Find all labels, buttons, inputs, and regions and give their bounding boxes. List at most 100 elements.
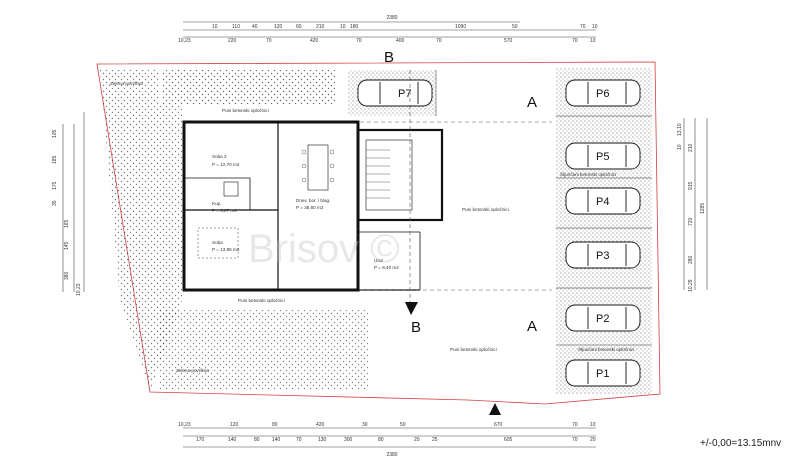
svg-text:145: 145 bbox=[64, 241, 70, 250]
svg-text:70: 70 bbox=[580, 24, 586, 30]
paving-label-bottom: Puni betonski opločnici bbox=[450, 347, 497, 352]
svg-text:70: 70 bbox=[572, 437, 578, 443]
svg-text:70: 70 bbox=[296, 437, 302, 443]
left-dimensions: 105 185 175 35 165 145 380 10,23 bbox=[52, 129, 82, 296]
room-name: Soba bbox=[212, 240, 223, 245]
section-mark-a-bottom: A bbox=[527, 318, 537, 335]
parking-label: P2 bbox=[596, 313, 609, 325]
car-icon bbox=[565, 359, 641, 387]
svg-text:420: 420 bbox=[310, 38, 319, 44]
room-area: P = 12,70 m2 bbox=[212, 162, 240, 167]
svg-text:1090: 1090 bbox=[455, 24, 466, 30]
svg-text:185: 185 bbox=[52, 155, 58, 164]
parking-label: P5 bbox=[596, 151, 609, 163]
stair-treads bbox=[366, 149, 390, 199]
svg-text:720: 720 bbox=[688, 217, 694, 226]
table-chairs bbox=[301, 149, 335, 183]
svg-text:120: 120 bbox=[230, 422, 239, 428]
top-dimensions-row2: 10,23 220 70 420 70 400 70 570 70 10 bbox=[178, 38, 596, 44]
paving-label-left: Puni betonski opločnici bbox=[238, 298, 285, 303]
room-name: Ulaz bbox=[374, 258, 384, 263]
car-icon bbox=[565, 241, 641, 269]
svg-text:130: 130 bbox=[318, 437, 327, 443]
paving-label-center: Puni betonski opločnici bbox=[462, 207, 509, 212]
parking-labels: P7 P6 P5 P4 P3 P2 P1 bbox=[398, 88, 609, 380]
car-icon bbox=[565, 304, 641, 332]
svg-text:175: 175 bbox=[52, 181, 58, 190]
bottom-dimensions-row2: 170 140 80 140 70 130 300 80 20 25 605 7… bbox=[196, 437, 596, 443]
right-dimension-lines bbox=[683, 118, 708, 290]
car-icon bbox=[565, 79, 641, 107]
svg-text:20: 20 bbox=[414, 437, 420, 443]
section-mark-a-top: A bbox=[527, 94, 537, 111]
room-name: Soba 2 bbox=[212, 154, 227, 159]
svg-text:120: 120 bbox=[274, 24, 283, 30]
section-lines bbox=[360, 70, 552, 310]
svg-text:570: 570 bbox=[504, 38, 513, 44]
svg-text:280: 280 bbox=[688, 255, 694, 264]
room-name: Kup. bbox=[212, 201, 221, 206]
svg-text:70: 70 bbox=[266, 38, 272, 44]
bottom-dimension-lines bbox=[183, 427, 596, 448]
svg-text:80: 80 bbox=[272, 422, 278, 428]
svg-text:25: 25 bbox=[432, 437, 438, 443]
svg-text:20: 20 bbox=[590, 437, 596, 443]
car-icon bbox=[357, 79, 433, 107]
svg-text:60: 60 bbox=[296, 24, 302, 30]
svg-text:10,23: 10,23 bbox=[178, 422, 191, 428]
svg-text:10,23: 10,23 bbox=[178, 38, 191, 44]
watermark: Brisov © bbox=[248, 227, 400, 271]
svg-text:50: 50 bbox=[400, 422, 406, 428]
gravel-parking-east bbox=[556, 68, 652, 394]
section-mark-b-bottom: B bbox=[411, 319, 421, 336]
section-arrow-b bbox=[405, 302, 418, 315]
top-dimension-lines bbox=[183, 21, 596, 38]
room-area: P = 8,40 m2 bbox=[374, 265, 399, 270]
house-footprint bbox=[182, 120, 444, 292]
parking-label: P7 bbox=[398, 88, 411, 100]
svg-text:1285: 1285 bbox=[700, 203, 706, 214]
parking-bay-lines bbox=[435, 70, 652, 346]
green-area-top bbox=[162, 70, 335, 104]
grass-parking-label-2: Šljunčani betonski opločnici bbox=[578, 346, 634, 352]
svg-text:40: 40 bbox=[252, 24, 258, 30]
svg-text:10: 10 bbox=[212, 24, 218, 30]
svg-text:30: 30 bbox=[362, 422, 368, 428]
room-area: P = 38,60 m2 bbox=[296, 205, 324, 210]
svg-text:110: 110 bbox=[232, 24, 240, 30]
bottom-total-dimension: 2380 bbox=[386, 452, 397, 458]
svg-text:10: 10 bbox=[590, 38, 596, 44]
svg-text:10,23: 10,23 bbox=[76, 283, 82, 296]
room-area: P = 5,87 m2 bbox=[212, 208, 237, 213]
svg-text:300: 300 bbox=[344, 437, 353, 443]
room-name: Dnev. bor. / blag. bbox=[296, 198, 330, 203]
svg-text:105: 105 bbox=[52, 129, 58, 138]
svg-text:10: 10 bbox=[592, 24, 598, 30]
top-total-dimension: 2380 bbox=[386, 15, 397, 21]
svg-text:180: 180 bbox=[350, 24, 359, 30]
section-mark-b-top: B bbox=[384, 49, 394, 66]
svg-text:10,29: 10,29 bbox=[688, 279, 694, 292]
svg-text:420: 420 bbox=[316, 422, 325, 428]
room-area: P = 13,95 m2 bbox=[212, 247, 240, 252]
svg-text:70: 70 bbox=[356, 38, 362, 44]
svg-text:140: 140 bbox=[228, 437, 237, 443]
svg-text:210: 210 bbox=[316, 24, 325, 30]
green-label-bottom: Zelena površina bbox=[176, 368, 209, 373]
svg-text:10: 10 bbox=[340, 24, 346, 30]
room-labels: Soba 2 P = 12,70 m2 Kup. P = 5,87 m2 Dne… bbox=[212, 154, 399, 270]
svg-text:35: 35 bbox=[52, 200, 58, 206]
parking-label: P6 bbox=[596, 88, 609, 100]
svg-text:50: 50 bbox=[512, 24, 518, 30]
left-dimension-lines bbox=[62, 112, 85, 292]
svg-text:210: 210 bbox=[688, 143, 694, 152]
svg-text:10: 10 bbox=[590, 422, 596, 428]
svg-text:915: 915 bbox=[688, 181, 694, 190]
svg-text:13,10: 13,10 bbox=[677, 123, 683, 136]
green-label-top: Zelena površina bbox=[110, 81, 143, 86]
car-icon bbox=[565, 142, 641, 170]
svg-text:80: 80 bbox=[254, 437, 260, 443]
svg-text:400: 400 bbox=[396, 38, 405, 44]
bottom-dimensions-row1: 10,23 120 80 420 30 50 670 70 10 bbox=[178, 422, 596, 428]
